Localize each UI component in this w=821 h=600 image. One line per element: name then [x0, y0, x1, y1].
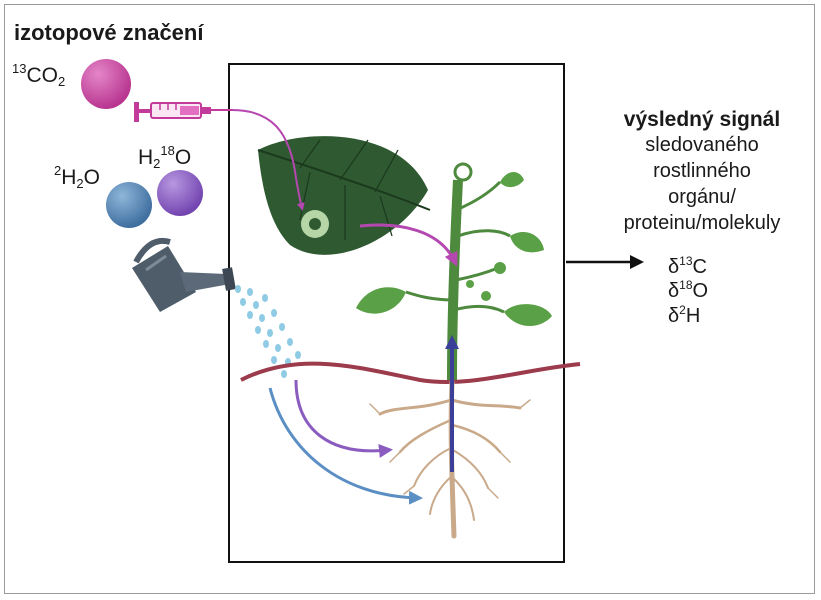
leaf-to-stem-arrow [359, 223, 458, 267]
result-line: sledovaného [645, 134, 759, 156]
small-leaves [356, 172, 552, 327]
water-uptake-arrow-purple [294, 379, 393, 458]
deuterium-water-label: 2H2O [54, 163, 100, 191]
water-ball-purple [157, 170, 203, 216]
water-ball-blue [106, 182, 152, 228]
result-title: výsledný signál [623, 108, 781, 131]
co2-uptake-arrow [231, 109, 305, 211]
leaf-icon [257, 136, 431, 255]
figure-frame [4, 4, 815, 594]
watering-can-icon [132, 238, 236, 312]
water-uptake-arrow-blue [268, 387, 423, 505]
soil-line [240, 361, 581, 384]
result-line: proteinu/molekuly [623, 212, 781, 234]
delta-c13-label: δ13C [668, 254, 707, 278]
co2-molecule-ball [81, 59, 131, 109]
result-line: orgánu/ [668, 186, 736, 208]
figure-title: izotopové značení [14, 20, 204, 45]
result-line: rostlinného [653, 160, 751, 182]
h2o18-label: H218O [138, 143, 192, 171]
delta-o18-label: δ18O [668, 278, 709, 302]
co2-label: 13CO2 [12, 61, 66, 89]
result-signal-block: výsledný signál sledovaného rostlinného … [596, 108, 808, 236]
delta-h2-label: δ2H [668, 303, 701, 327]
plant-frame [228, 63, 565, 563]
syringe-icon [134, 102, 232, 122]
